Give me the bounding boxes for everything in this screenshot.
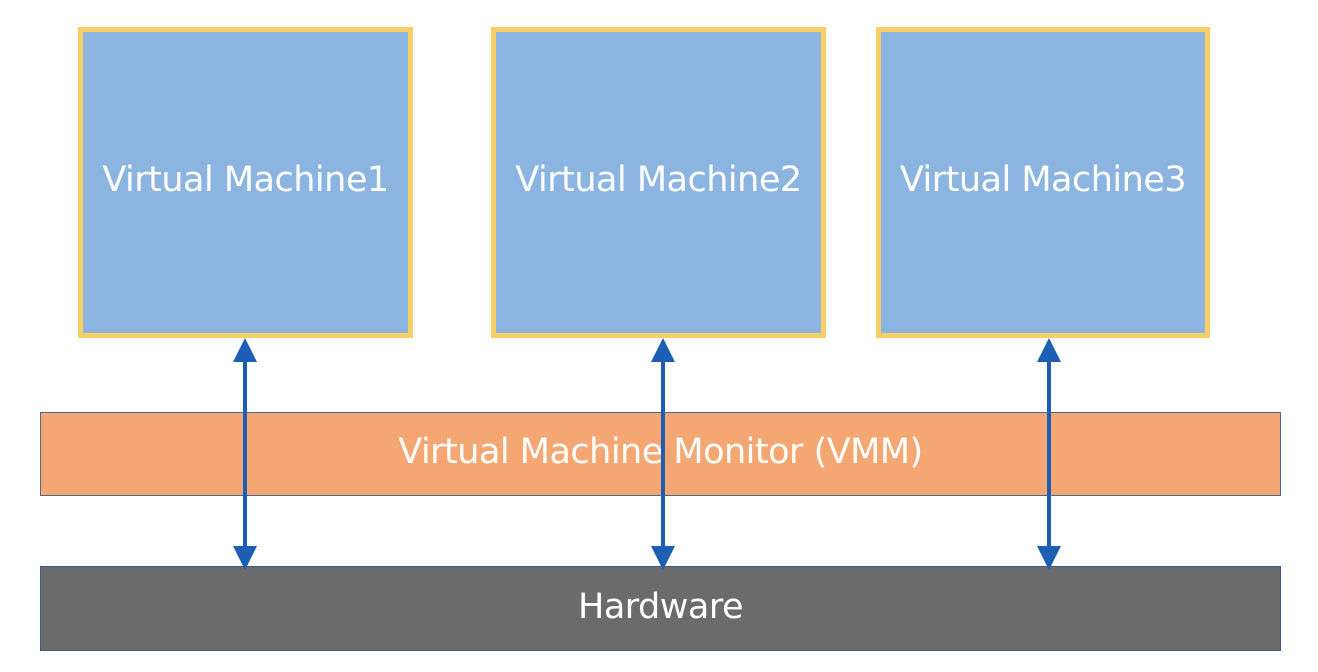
virtual-machine-2-label: Virtual Machine2: [515, 159, 802, 200]
vmm-label: Virtual Machine Monitor (VMM): [398, 432, 923, 472]
vmm-layer: Virtual Machine Monitor (VMM): [40, 412, 1281, 496]
virtual-machine-1-label: Virtual Machine1: [102, 159, 389, 200]
virtual-machine-3-box: Virtual Machine3: [876, 27, 1210, 338]
virtual-machine-2-box: Virtual Machine2: [491, 27, 826, 338]
virtual-machine-1-box: Virtual Machine1: [78, 27, 413, 338]
virtual-machine-3-label: Virtual Machine3: [899, 159, 1187, 200]
hardware-layer: Hardware: [40, 566, 1281, 651]
hardware-label: Hardware: [578, 586, 743, 627]
